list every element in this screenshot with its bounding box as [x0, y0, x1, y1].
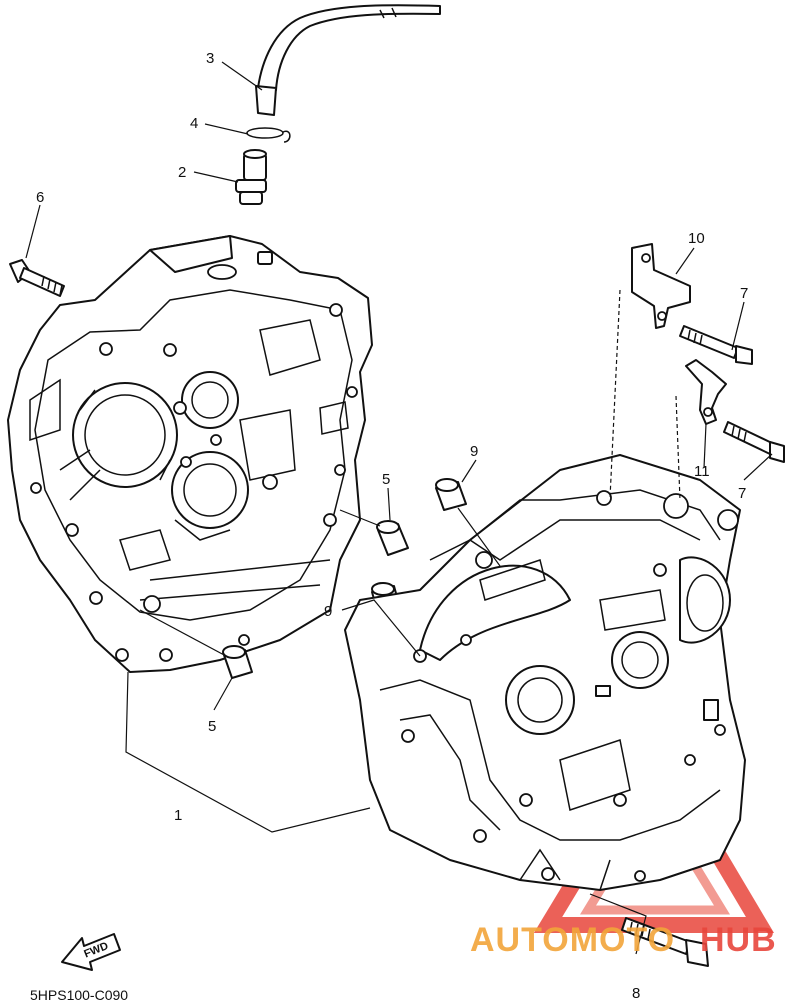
- callout-8: 8: [632, 985, 640, 1002]
- right-crankcase: [344, 454, 746, 891]
- callout-11: 11: [694, 463, 710, 480]
- callout-9-lower: 9: [324, 603, 332, 620]
- callout-10: 10: [688, 230, 705, 247]
- hose-clip: [246, 127, 291, 143]
- bracket-10: [631, 243, 691, 329]
- callout-4: 4: [190, 115, 198, 132]
- leader-lines: [25, 61, 773, 955]
- left-crankcase: [7, 235, 373, 673]
- bracket-11: [685, 359, 727, 425]
- drawing-code: 5HPS100-C090: [30, 987, 128, 1002]
- callout-7-lower: 7: [738, 485, 746, 502]
- callout-5-upper: 5: [382, 471, 390, 488]
- bolt-left: [9, 259, 65, 297]
- callout-labels: 1 2 3 4 5 5 6 7 7 8 9 9 10 11: [36, 50, 748, 1002]
- fwd-arrow-icon: FWD: [61, 933, 121, 971]
- callout-5-lower: 5: [208, 718, 216, 735]
- watermark-text: AUTOMOTO HUB: [470, 921, 777, 959]
- callout-3: 3: [206, 50, 214, 67]
- breather-fitting: [235, 149, 267, 205]
- bolt-7-upper: [679, 325, 753, 365]
- callout-2: 2: [178, 164, 186, 181]
- callout-7-upper: 7: [740, 285, 748, 302]
- dowel-9-upper: [435, 478, 467, 511]
- breather-hose: [255, 4, 441, 116]
- watermark-text-part2: HUB: [700, 921, 777, 959]
- callout-1: 1: [174, 807, 182, 824]
- dowel-pin-upper: [376, 520, 409, 556]
- bolt-8: [621, 917, 709, 967]
- dowel-pin-lower: [222, 645, 253, 679]
- bolt-7-lower: [723, 421, 785, 463]
- callout-6: 6: [36, 189, 44, 206]
- callout-9-upper: 9: [470, 443, 478, 460]
- watermark-text-part1: AUTOMOTO: [470, 921, 675, 959]
